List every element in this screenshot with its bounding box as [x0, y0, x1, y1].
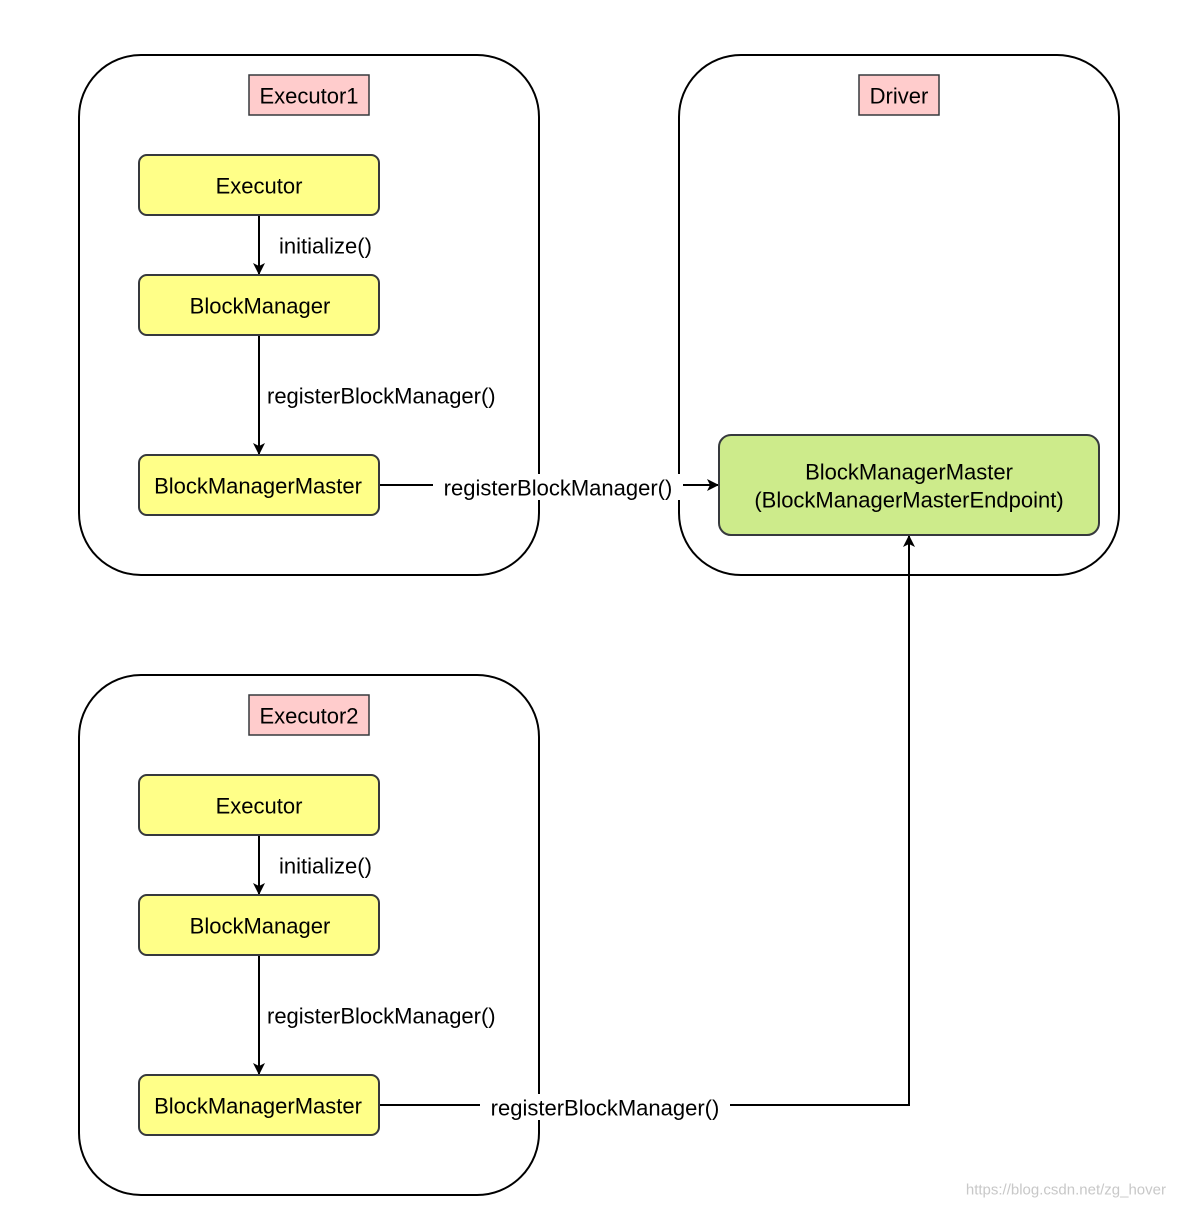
driver-master-label-line2: (BlockManagerMasterEndpoint): [754, 488, 1063, 513]
driver-master-label-line1: BlockManagerMaster: [805, 460, 1013, 485]
e1-initialize-label: initialize(): [279, 234, 372, 259]
e2-block-manager-node: [138, 894, 380, 956]
e1-register-remote-label: registerBlockManager(): [444, 476, 673, 501]
e1-block-manager-label: BlockManager: [190, 294, 331, 319]
e2-executor-node: [138, 774, 380, 836]
driver-title-box: [858, 74, 940, 116]
e2-register-remote-label-bg: [480, 1094, 730, 1120]
e1-register-local-label: registerBlockManager(): [267, 384, 496, 409]
executor1-title: Executor1: [259, 84, 358, 109]
executor1-title-box: [248, 74, 370, 116]
executor2-title-box: [248, 694, 370, 736]
e1-executor-node: [138, 154, 380, 216]
e2-register-remote-label: registerBlockManager(): [491, 1096, 720, 1121]
e2-block-manager-master-label: BlockManagerMaster: [154, 1094, 362, 1119]
watermark: https://blog.csdn.net/zg_hover: [966, 1182, 1166, 1199]
e1-executor-label: Executor: [216, 174, 303, 199]
e2-block-manager-label: BlockManager: [190, 914, 331, 939]
driver-block-manager-master-node: [718, 434, 1100, 536]
e2-block-manager-master-node: [138, 1074, 380, 1136]
executor2-title: Executor2: [259, 704, 358, 729]
e1-block-manager-master-node: [138, 454, 380, 516]
e1-block-manager-node: [138, 274, 380, 336]
driver-title: Driver: [870, 84, 929, 109]
e1-register-remote-label-bg: [433, 474, 683, 500]
e1-block-manager-master-label: BlockManagerMaster: [154, 474, 362, 499]
e2-register-local-label: registerBlockManager(): [267, 1004, 496, 1029]
e2-initialize-label: initialize(): [279, 854, 372, 879]
e2-executor-label: Executor: [216, 794, 303, 819]
